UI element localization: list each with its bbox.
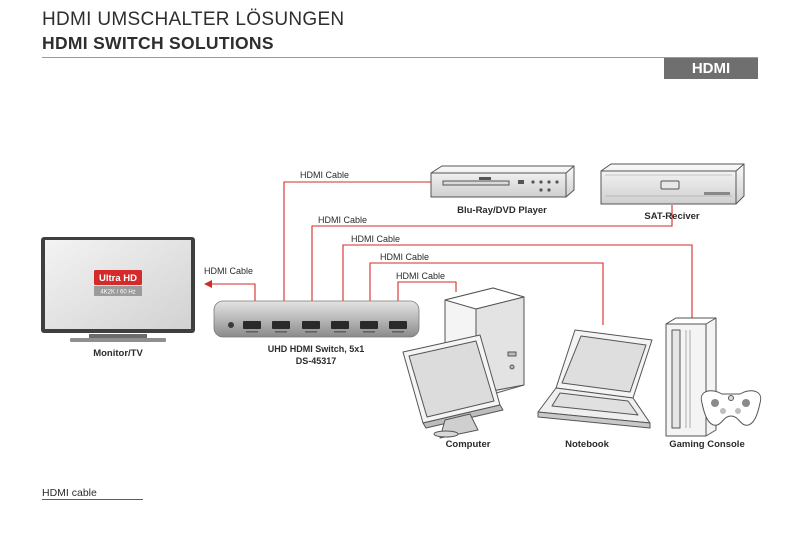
ultra-hd-text: Ultra HD	[99, 273, 137, 284]
power-jack-icon	[228, 322, 234, 328]
monitor-device: Ultra HD 4K2K / 60 Hz	[41, 237, 195, 342]
page-title-german: HDMI UMSCHALTER LÖSUNGEN	[42, 9, 345, 30]
header-divider	[42, 57, 758, 58]
notebook-label: Notebook	[565, 439, 610, 450]
hdmi-port-2	[302, 321, 320, 329]
cable-label-monitor: HDMI Cable	[204, 266, 253, 276]
console-label: Gaming Console	[669, 439, 744, 450]
cable-label-computer: HDMI Cable	[396, 271, 445, 281]
cable-label-console: HDMI Cable	[351, 234, 400, 244]
hdmi-port-5	[389, 321, 407, 329]
category-badge: HDMI	[664, 58, 758, 79]
hdmi-port-3	[331, 321, 349, 329]
legend-line	[42, 499, 143, 501]
cable-computer	[397, 281, 457, 316]
hdmi-switch-device	[213, 300, 420, 338]
cables	[210, 181, 693, 325]
sat-label: SAT-Reciver	[644, 211, 700, 222]
cable-label-bluray: HDMI Cable	[300, 170, 349, 180]
disc-tray-icon	[442, 180, 510, 186]
switch-label-line2: DS-45317	[296, 356, 337, 366]
sat-receiver-device	[600, 163, 745, 205]
arrow-to-monitor	[204, 280, 212, 288]
notebook-device	[537, 329, 653, 429]
computer-device	[402, 287, 525, 439]
cable-label-sat: HDMI Cable	[318, 215, 367, 225]
sat-display-icon	[660, 180, 680, 190]
bluray-label: Blu-Ray/DVD Player	[457, 205, 547, 216]
computer-label: Computer	[446, 439, 491, 450]
cable-label-notebook: HDMI Cable	[380, 252, 429, 262]
bluray-device	[430, 165, 575, 198]
gaming-console-device	[665, 317, 762, 437]
cable-notebook	[369, 262, 604, 325]
cable-console	[342, 244, 693, 320]
hdmi-port-4	[360, 321, 378, 329]
page-title-english: HDMI SWITCH SOLUTIONS	[42, 33, 274, 53]
hdmi-port-output	[243, 321, 261, 329]
cable-bluray	[283, 181, 431, 316]
legend-label: HDMI cable	[42, 487, 97, 499]
switch-label-line1: UHD HDMI Switch, 5x1	[268, 344, 365, 354]
monitor-label: Monitor/TV	[93, 348, 143, 359]
cable-sat	[311, 205, 673, 316]
ultra-hd-logo	[94, 270, 142, 285]
resolution-text: 4K2K / 60 Hz	[100, 290, 135, 296]
hdmi-port-1	[272, 321, 290, 329]
